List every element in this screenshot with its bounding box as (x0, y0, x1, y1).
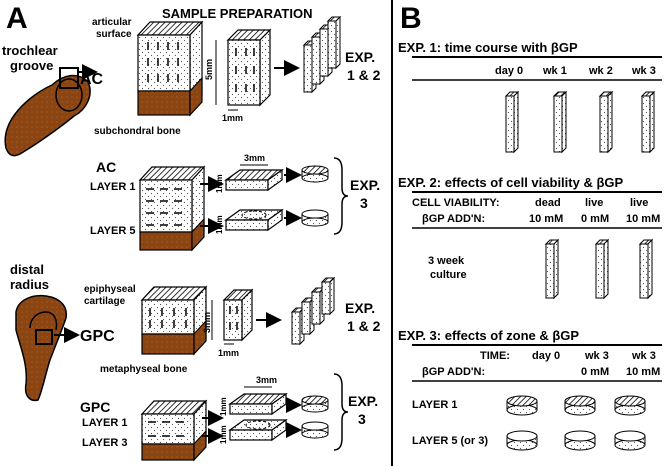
disk-ac-layer1 (301, 165, 329, 183)
sticks-ac (302, 15, 342, 94)
cell-viability-label: CELL VIABILITY: (412, 197, 500, 209)
dim-5mm: 5mm (204, 59, 214, 80)
panel-a-title: SAMPLE PREPARATION (162, 6, 312, 21)
exp1-col-1: wk 1 (542, 65, 567, 77)
exp12-a-line2: 1 & 2 (347, 67, 381, 83)
viability-val-0: dead (535, 197, 561, 209)
epiphyseal-label-1: epiphyseal (84, 284, 136, 295)
slab-ac (226, 28, 272, 107)
viability-val-2: live (630, 197, 648, 209)
exp3-a-line2: 3 (360, 195, 368, 211)
exp3-time-2: wk 3 (631, 350, 656, 362)
ac-big-label: AC (80, 71, 104, 88)
exp3-title: EXP. 3: effects of zone & βGP (398, 328, 579, 343)
ac-layer5-slice (224, 208, 284, 232)
exp12-a-line1: EXP. (345, 49, 375, 65)
dim-1mm-b: 1mm (215, 174, 224, 193)
disk-ac-layer5 (301, 209, 329, 227)
panel-a-letter: A (6, 2, 28, 35)
exp3-time-0: day 0 (532, 350, 560, 362)
sticks-gpc (290, 276, 336, 346)
distal-label-2: radius (10, 277, 49, 292)
time-label: TIME: (480, 350, 510, 362)
exp3-a-line1: EXP. (350, 177, 380, 193)
exp1-sticks (504, 90, 656, 154)
exp3-bgp-label: βGP ADD'N: (422, 366, 485, 378)
dim-1mm-e: 1mm (219, 397, 228, 416)
viability-val-1: live (585, 197, 603, 209)
exp3-b-line1: EXP. (348, 393, 378, 409)
exp3-b-line2: 3 (358, 411, 366, 427)
dim-3mm-b: 3mm (202, 312, 212, 333)
exp3-layer1-label: LAYER 1 (412, 399, 457, 411)
distal-label-1: distal (10, 262, 44, 277)
exp1-col-2: wk 2 (588, 65, 613, 77)
cartilage-block-gpc-layers (140, 399, 208, 462)
dim-3mm-c: 3mm (256, 375, 277, 385)
culture-label-1: 3 week (428, 255, 465, 267)
panel-b-letter: B (400, 2, 422, 35)
culture-label-2: culture (430, 269, 467, 281)
subchondral-label: subchondral bone (94, 126, 181, 137)
exp1-title: EXP. 1: time course with βGP (398, 40, 578, 55)
exp3-bgp-0: 0 mM (581, 366, 609, 378)
brace-icon (333, 157, 349, 235)
articular-label-1: articular (92, 17, 132, 28)
cartilage-block-gpc (140, 285, 208, 356)
exp2-bgp-label: βGP ADD'N: (422, 213, 485, 225)
gpc-layer1-slice (228, 392, 288, 416)
brace-icon (333, 373, 349, 451)
dim-1mm-a: 1mm (222, 113, 243, 123)
cartilage-block-ac-layers (138, 165, 206, 252)
trochlear-label-1: trochlear (2, 43, 58, 58)
metaphyseal-label: metaphyseal bone (100, 364, 188, 375)
exp2-bgp-0: 10 mM (529, 213, 563, 225)
gpc-layer3-label: LAYER 3 (82, 437, 127, 449)
disk-gpc-layer3 (301, 421, 329, 439)
exp12-b-line1: EXP. (345, 300, 375, 316)
exp3-layer5-label: LAYER 5 (or 3) (412, 435, 488, 447)
exp2-title: EXP. 2: effects of cell viability & βGP (398, 175, 623, 190)
exp1-col-3: wk 3 (631, 65, 656, 77)
exp2-sticks (544, 238, 654, 300)
slab-gpc (222, 288, 254, 342)
cartilage-block-ac (136, 20, 204, 117)
trochlear-bone-icon (4, 67, 91, 157)
ac-layer1-slice (224, 168, 284, 192)
epiphyseal-label-2: cartilage (84, 296, 126, 307)
gpc-label: GPC (80, 399, 110, 415)
exp2-bgp-2: 10 mM (626, 213, 660, 225)
exp1-col-0: day 0 (495, 65, 523, 77)
dim-1mm-c: 1mm (215, 215, 224, 234)
gpc-layer1-label: LAYER 1 (82, 417, 127, 429)
disk-gpc-layer1 (301, 395, 329, 413)
gpc-layer3-slice (228, 418, 288, 442)
exp3-disks-layer5 (506, 430, 646, 451)
articular-label-2: surface (96, 29, 132, 40)
layer1-label: LAYER 1 (90, 181, 135, 193)
exp3-time-1: wk 3 (584, 350, 609, 362)
exp12-b-line2: 1 & 2 (347, 318, 381, 334)
radius-bone-icon (15, 294, 68, 402)
trochlear-label-2: groove (10, 58, 53, 73)
exp3-bgp-1: 10 mM (626, 366, 660, 378)
exp2-bgp-1: 0 mM (581, 213, 609, 225)
dim-1mm-f: 1mm (219, 425, 228, 444)
ac-label: AC (96, 159, 116, 175)
exp3-disks-layer1 (506, 395, 646, 416)
dim-3mm-a: 3mm (244, 153, 265, 163)
gpc-big-label: GPC (80, 328, 115, 345)
layer5-label: LAYER 5 (90, 225, 135, 237)
dim-1mm-d: 1mm (218, 348, 239, 358)
